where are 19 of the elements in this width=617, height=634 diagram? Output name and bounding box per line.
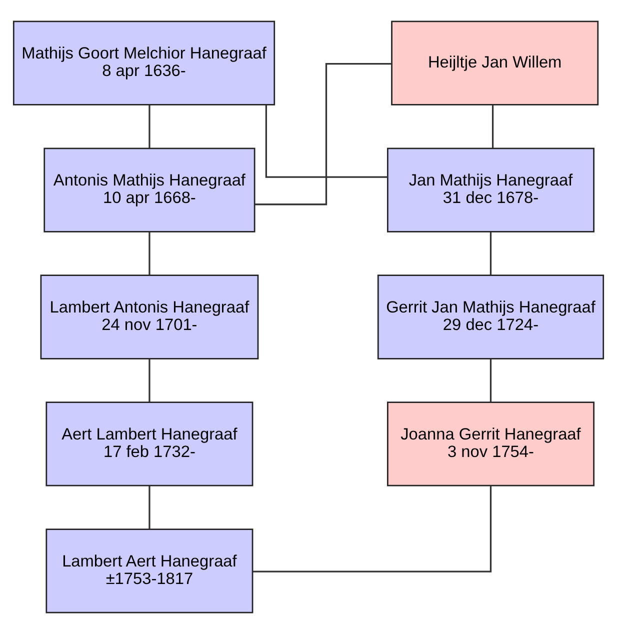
- connector: [148, 486, 150, 530]
- connector: [148, 358, 150, 402]
- node-box: Gerrit Jan Mathijs Hanegraaf 29 dec 1724-: [377, 274, 604, 360]
- connector: [492, 105, 494, 148]
- node-box: Aert Lambert Hanegraaf 17 feb 1732-: [46, 402, 254, 486]
- connector: [148, 105, 150, 148]
- node-box: Mathijs Goort Melchior Hanegraaf 8 apr 1636-: [12, 20, 276, 106]
- connector: [490, 232, 492, 276]
- node-box: Joanna Gerrit Hanegraaf 3 nov 1754-: [387, 402, 594, 486]
- connector: [252, 486, 492, 572]
- node-box: Lambert Aert Hanegraaf ±1753-1817: [46, 528, 254, 614]
- node-box: Lambert Antonis Hanegraaf 24 nov 1701-: [40, 274, 259, 360]
- connector: [148, 232, 150, 276]
- connector: [265, 104, 388, 178]
- connector: [490, 358, 492, 402]
- connector: [254, 62, 392, 206]
- node-box: Jan Mathijs Hanegraaf 31 dec 1678-: [387, 148, 594, 232]
- node-box: Antonis Mathijs Hanegraaf 10 apr 1668-: [44, 148, 256, 232]
- node-box: Heijltje Jan Willem: [391, 20, 599, 106]
